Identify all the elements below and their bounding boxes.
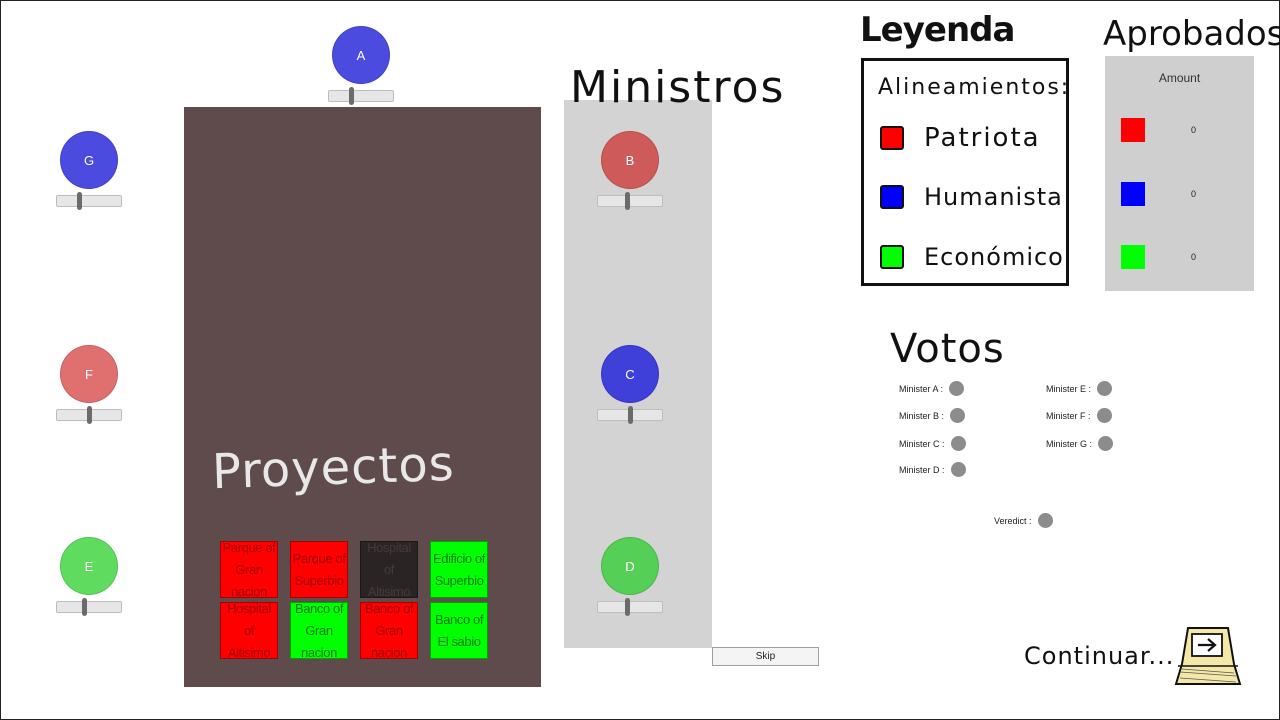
projects-grid: Parque of Gran nacion Parque of Superbio… xyxy=(220,541,488,659)
minister-token[interactable]: E xyxy=(60,537,118,595)
project-card[interactable]: Parque of Superbio xyxy=(290,541,348,598)
minister-token[interactable]: C xyxy=(601,345,659,403)
project-card[interactable]: Banco of Gran nacion xyxy=(290,602,348,659)
vote-minister-e: Minister E : xyxy=(1046,381,1113,396)
vote-minister-d: Minister D : xyxy=(899,462,966,477)
slider-handle[interactable] xyxy=(87,406,92,424)
minister-slider[interactable] xyxy=(56,406,122,424)
vote-minister-a: Minister A : xyxy=(899,381,965,396)
legend-label: Humanista xyxy=(924,183,1063,211)
vote-indicator xyxy=(949,381,965,396)
veredict-label: Veredict : xyxy=(994,515,1032,526)
approved-count: 0 xyxy=(1191,189,1197,199)
minister-token[interactable]: F xyxy=(60,345,118,403)
minister-g: G xyxy=(56,131,122,210)
legend-label: Económico xyxy=(924,243,1064,271)
veredict: Veredict : xyxy=(994,513,1053,528)
vote-label: Minister A : xyxy=(899,383,944,394)
amount-header: Amount xyxy=(1158,71,1201,85)
minister-slider[interactable] xyxy=(328,87,394,105)
project-card[interactable]: Parque of Gran nacion xyxy=(220,541,278,598)
vote-label: Minister D : xyxy=(899,464,945,475)
approved-count: 0 xyxy=(1191,252,1197,262)
vote-label: Minister C : xyxy=(899,438,945,449)
vote-indicator xyxy=(950,408,966,423)
minister-slider[interactable] xyxy=(56,192,122,210)
continue-button[interactable] xyxy=(1172,624,1244,690)
economico-swatch xyxy=(880,245,904,269)
slider-handle[interactable] xyxy=(349,87,355,105)
project-card[interactable]: Edificio of Superbio xyxy=(430,541,488,598)
slider-handle[interactable] xyxy=(624,598,630,616)
legend-item-humanista: Humanista xyxy=(880,183,1063,211)
minister-token[interactable]: B xyxy=(601,131,659,189)
legend-title: Alineamientos: xyxy=(878,75,1071,100)
vote-minister-b: Minister B : xyxy=(899,408,966,423)
vote-label: Minister G : xyxy=(1046,438,1093,449)
project-card[interactable]: Hospital of Altisimo xyxy=(360,541,418,598)
humanista-swatch xyxy=(1121,182,1145,206)
vote-minister-f: Minister F : xyxy=(1046,408,1112,423)
skip-button[interactable]: Skip xyxy=(712,647,819,666)
vote-indicator xyxy=(950,436,966,451)
project-card[interactable]: Banco of El sabio xyxy=(430,602,488,659)
approved-row-humanista: 0 xyxy=(1121,182,1241,206)
approved-row-economico: 0 xyxy=(1121,245,1241,269)
patriota-swatch xyxy=(1121,118,1145,142)
vote-indicator xyxy=(1096,408,1112,423)
minister-token[interactable]: G xyxy=(60,131,118,189)
minister-e: E xyxy=(56,537,122,616)
legend-box: Alineamientos: Patriota Humanista Económ… xyxy=(861,58,1069,286)
approved-row-patriota: 0 xyxy=(1121,118,1241,142)
approved-panel: Amount 0 0 0 xyxy=(1105,56,1254,291)
vote-label: Minister E : xyxy=(1046,383,1092,394)
veredict-indicator xyxy=(1037,513,1053,528)
leyenda-heading: Leyenda xyxy=(860,10,1015,50)
minister-c: C xyxy=(597,345,663,424)
humanista-swatch xyxy=(880,185,904,209)
ministros-heading: Ministros xyxy=(570,62,786,113)
minister-b: B xyxy=(597,131,663,210)
minister-d: D xyxy=(597,537,663,616)
minister-a: A xyxy=(328,26,394,105)
proyectos-heading: Proyectos xyxy=(211,435,456,501)
slider-handle[interactable] xyxy=(81,598,87,616)
continuar-label: Continuar... xyxy=(1024,642,1175,670)
minister-f: F xyxy=(56,345,122,424)
vote-indicator xyxy=(1097,381,1113,396)
project-card[interactable]: Hospital of Altisimo xyxy=(220,602,278,659)
minister-slider[interactable] xyxy=(56,598,122,616)
vote-minister-c: Minister C : xyxy=(899,436,966,451)
approved-count: 0 xyxy=(1191,125,1197,135)
slider-handle[interactable] xyxy=(624,192,630,210)
vote-label: Minister F : xyxy=(1046,410,1091,421)
vote-indicator xyxy=(950,462,966,477)
legend-item-economico: Económico xyxy=(880,243,1064,271)
slider-handle[interactable] xyxy=(77,192,83,210)
project-card[interactable]: Banco of Gran nacion xyxy=(360,602,418,659)
vote-indicator xyxy=(1098,436,1114,451)
slider-handle[interactable] xyxy=(628,406,633,424)
aprobados-heading: Aprobados xyxy=(1103,14,1280,54)
patriota-swatch xyxy=(880,126,904,150)
vote-label: Minister B : xyxy=(899,410,945,421)
votos-heading: Votos xyxy=(890,326,1005,372)
minister-token[interactable]: D xyxy=(601,537,659,595)
minister-slider[interactable] xyxy=(597,406,663,424)
legend-item-patriota: Patriota xyxy=(880,123,1041,153)
minister-slider[interactable] xyxy=(597,598,663,616)
minister-slider[interactable] xyxy=(597,192,663,210)
legend-label: Patriota xyxy=(924,123,1041,153)
minister-token[interactable]: A xyxy=(332,26,390,84)
economico-swatch xyxy=(1121,245,1145,269)
vote-minister-g: Minister G : xyxy=(1046,436,1114,451)
